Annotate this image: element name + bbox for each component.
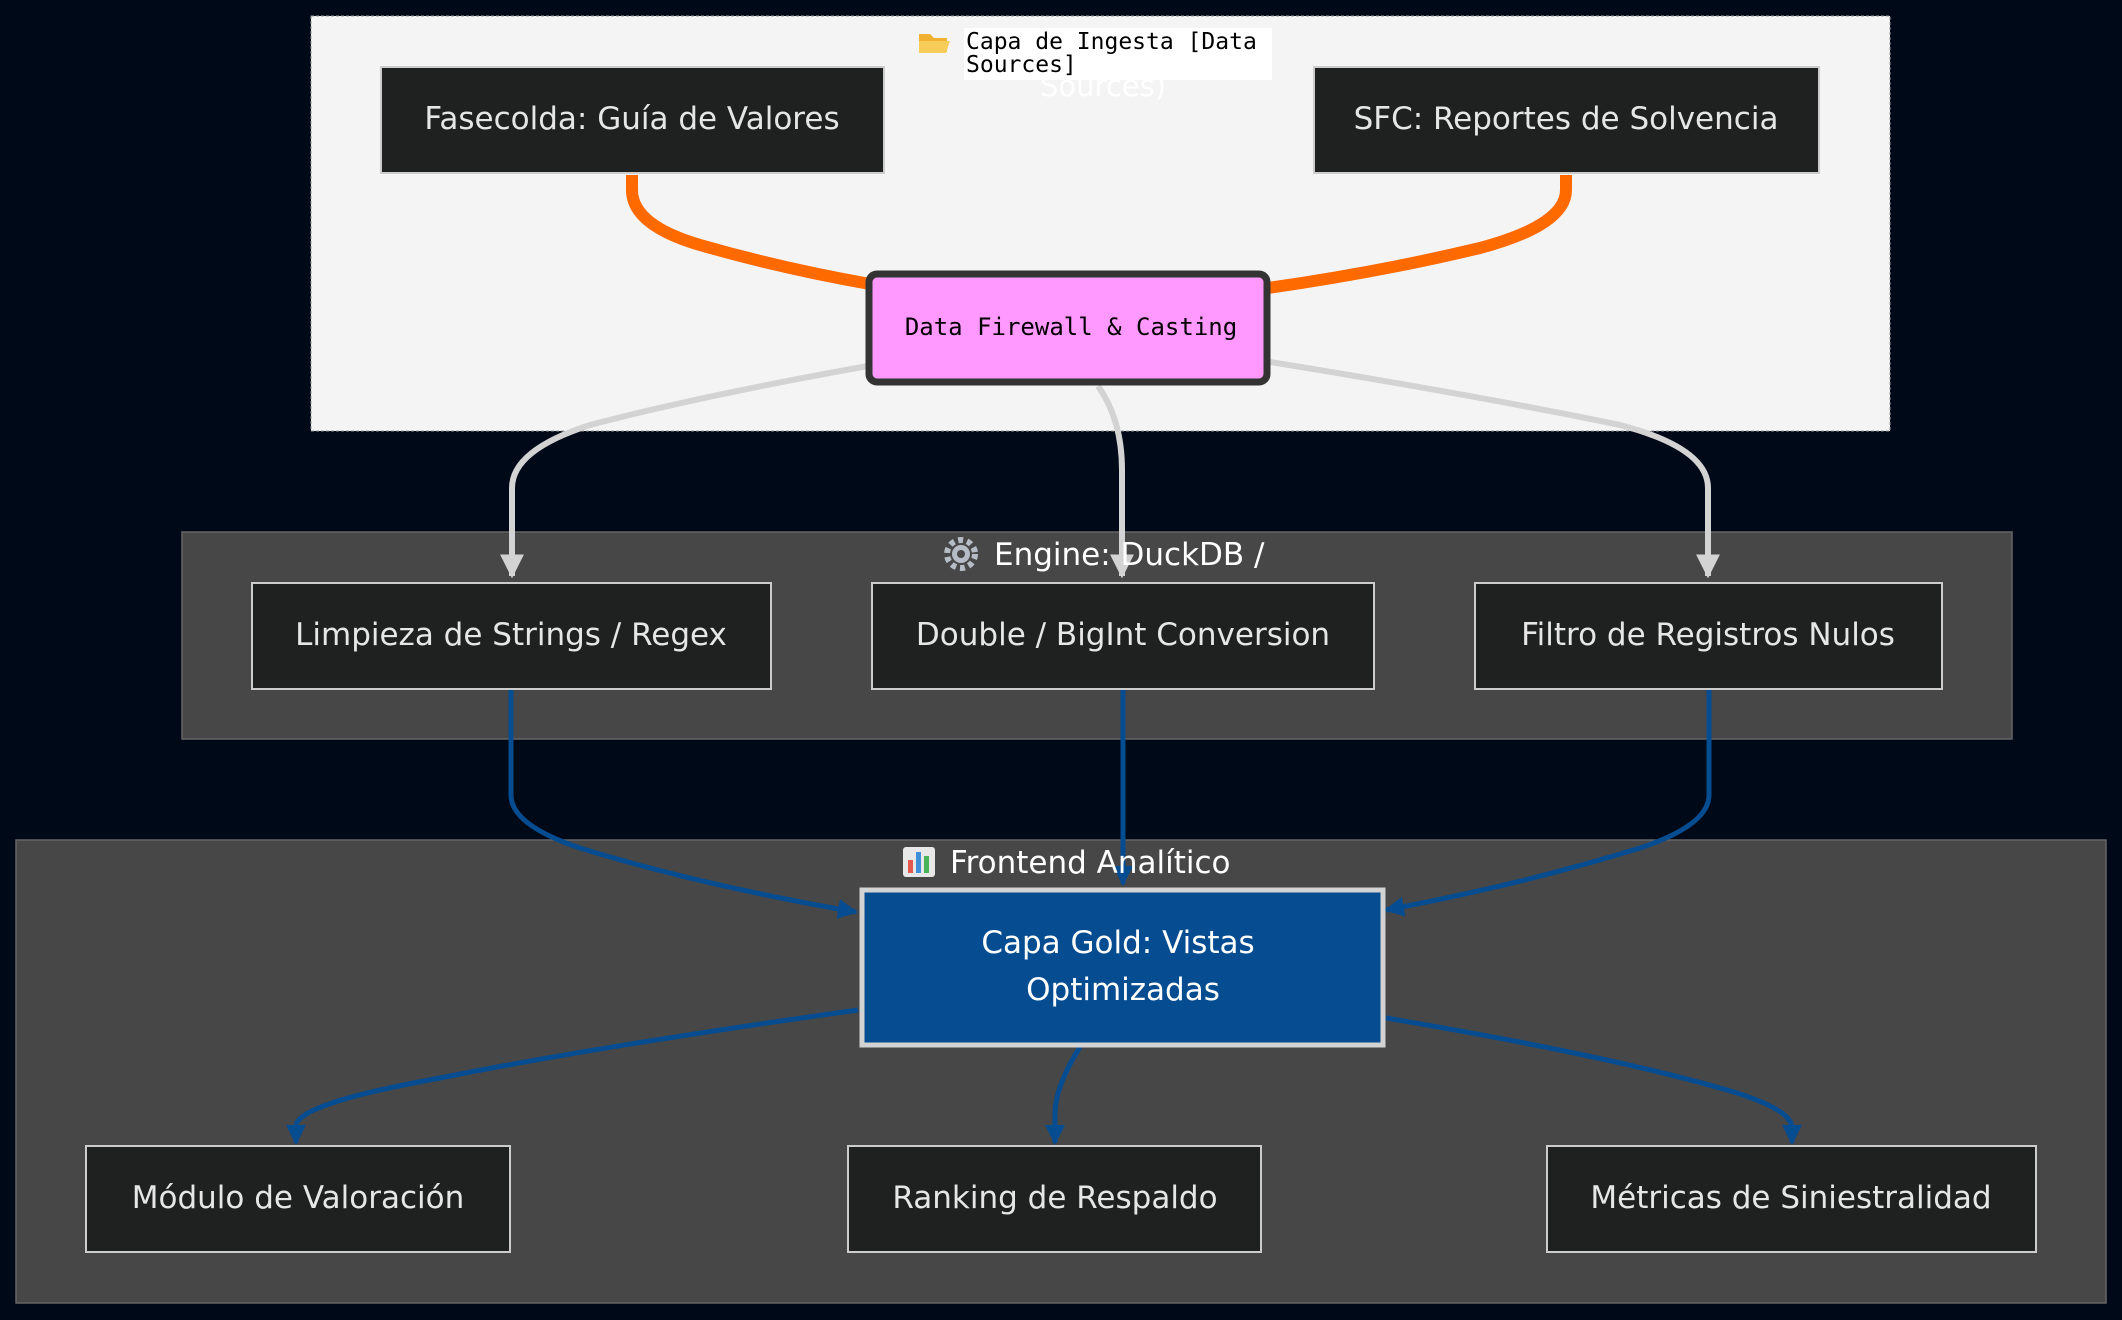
- cluster-ingesta-title-line2: Sources]: [966, 52, 1077, 78]
- node-metricas-label: Métricas de Siniestralidad: [1590, 1180, 1991, 1216]
- cluster-engine-title-label: Engine: DuckDB /: [994, 537, 1265, 573]
- edge-gold-valoracion: [286, 1007, 859, 1145]
- node-firewall-label: Data Firewall & Casting: [905, 313, 1237, 341]
- edge-fasecolda-firewall: [626, 175, 872, 290]
- node-ranking-label: Ranking de Respaldo: [892, 1180, 1217, 1216]
- cluster-frontend-title-label: Frontend Analítico: [950, 845, 1231, 881]
- edge-limpieza-gold: [508, 690, 858, 919]
- cluster-ingesta-title: Capa de Ingesta [Data Sources] Sources): [919, 28, 1272, 103]
- cluster-ingesta-title-line1: Capa de Ingesta [Data: [966, 29, 1257, 55]
- node-ranking[interactable]: Ranking de Respaldo: [847, 1145, 1262, 1253]
- node-filtro-label: Filtro de Registros Nulos: [1521, 617, 1895, 653]
- node-gold-label-line1: Capa Gold: Vistas: [981, 925, 1254, 961]
- edge-firewall-double: [1095, 384, 1134, 579]
- cluster-engine-title: Engine: DuckDB /: [944, 537, 1265, 573]
- edge-firewall-limpieza: [500, 363, 869, 579]
- edge-gold-metricas: [1385, 1015, 1802, 1145]
- node-firewall[interactable]: Data Firewall & Casting: [865, 270, 1271, 386]
- node-limpieza-label: Limpieza de Strings / Regex: [295, 617, 727, 653]
- node-double-label: Double / BigInt Conversion: [916, 617, 1330, 653]
- node-sfc[interactable]: SFC: Reportes de Solvencia: [1313, 66, 1820, 174]
- node-sfc-label: SFC: Reportes de Solvencia: [1354, 101, 1779, 137]
- edge-sfc-firewall: [1267, 175, 1572, 294]
- edge-filtro-gold: [1384, 690, 1712, 917]
- node-metricas[interactable]: Métricas de Siniestralidad: [1546, 1145, 2037, 1253]
- node-gold-label-line2: Optimizadas: [1026, 972, 1220, 1008]
- node-fasecolda[interactable]: Fasecolda: Guía de Valores: [380, 66, 885, 174]
- edge-gold-ranking: [1045, 1045, 1083, 1145]
- gear-icon: [944, 537, 978, 571]
- node-valoracion-label: Módulo de Valoración: [132, 1180, 464, 1216]
- node-valoracion[interactable]: Módulo de Valoración: [85, 1145, 511, 1253]
- cluster-ingesta-title-overflow: Sources): [1040, 69, 1166, 103]
- bar-chart-icon: [903, 847, 935, 877]
- edge-firewall-filtro: [1269, 359, 1720, 579]
- node-limpieza[interactable]: Limpieza de Strings / Regex: [251, 582, 772, 690]
- node-double[interactable]: Double / BigInt Conversion: [871, 582, 1375, 690]
- node-gold[interactable]: Capa Gold: Vistas Optimizadas: [859, 887, 1386, 1048]
- folder-icon: [919, 34, 950, 53]
- cluster-frontend-title: Frontend Analítico: [903, 845, 1231, 881]
- node-filtro[interactable]: Filtro de Registros Nulos: [1474, 582, 1943, 690]
- node-fasecolda-label: Fasecolda: Guía de Valores: [424, 101, 839, 137]
